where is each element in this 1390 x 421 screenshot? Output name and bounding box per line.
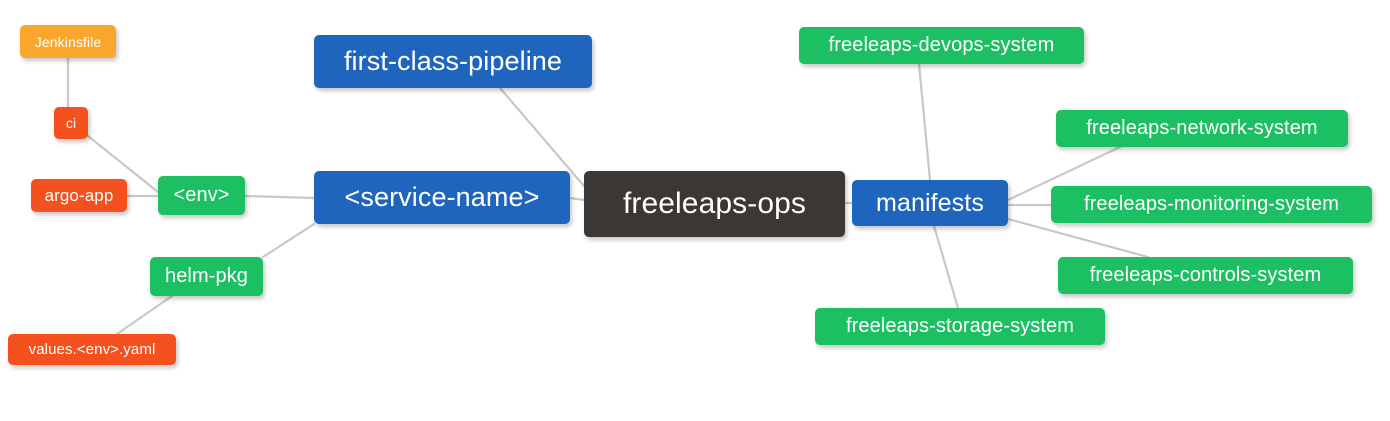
edge-helm-pkg-to-values-env-yaml (115, 294, 174, 336)
node-freeleaps-controls-system[interactable]: freeleaps-controls-system (1058, 257, 1353, 294)
node-freeleaps-ops[interactable]: freeleaps-ops (584, 171, 845, 237)
node-manifests[interactable]: manifests (852, 180, 1008, 226)
node-helm-pkg[interactable]: helm-pkg (150, 257, 263, 296)
node-freeleaps-network-system[interactable]: freeleaps-network-system (1056, 110, 1348, 147)
edge-service-name-to-helm-pkg (261, 222, 316, 259)
node-service-name[interactable]: <service-name> (314, 171, 570, 224)
edge-service-name-to-env (243, 194, 316, 200)
node-freeleaps-storage-system[interactable]: freeleaps-storage-system (815, 308, 1105, 345)
node-freeleaps-devops-system[interactable]: freeleaps-devops-system (799, 27, 1084, 64)
node-ci[interactable]: ci (54, 107, 88, 139)
node-first-class-pipeline[interactable]: first-class-pipeline (314, 35, 592, 88)
node-jenkinsfile[interactable]: Jenkinsfile (20, 25, 116, 58)
node-freeleaps-monitoring-system[interactable]: freeleaps-monitoring-system (1051, 186, 1372, 223)
node-argo-app[interactable]: argo-app (31, 179, 127, 212)
edge-freeleaps-ops-to-service-name (568, 196, 586, 202)
node-env[interactable]: <env> (158, 176, 245, 215)
node-values-env-yaml[interactable]: values.<env>.yaml (8, 334, 176, 365)
edge-manifests-to-freeleaps-storage-system (932, 224, 960, 310)
edge-manifests-to-freeleaps-devops-system (917, 62, 932, 182)
edge-manifests-to-freeleaps-controls-system (1006, 217, 1150, 259)
